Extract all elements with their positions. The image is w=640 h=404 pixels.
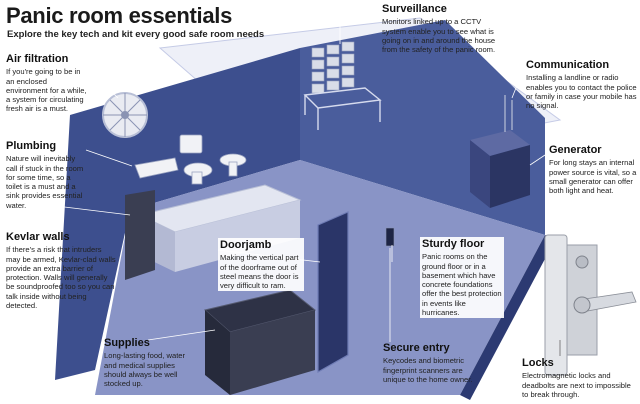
page-subtitle: Explore the key tech and kit every good … (7, 29, 265, 40)
callout-text: If there's a risk that intruders may be … (6, 245, 116, 310)
callout-heading: Supplies (104, 337, 150, 349)
callout-heading: Doorjamb (220, 239, 272, 251)
callout-text: Keycodes and biometric fingerprint scann… (383, 356, 473, 384)
desk (303, 87, 382, 130)
callout-supplies: Supplies Long-lasting food, water and me… (104, 337, 199, 388)
callout-heading: Locks (522, 357, 554, 369)
callout-heading: Communication (526, 59, 610, 71)
toilet-and-sink (134, 134, 247, 185)
keypad (385, 227, 395, 247)
room-front-wall (460, 235, 555, 400)
callout-plumbing: Plumbing Nature will inevitably call if … (6, 140, 88, 210)
callout-surveillance: Surveillance Monitors linked up to a CCT… (382, 3, 500, 54)
callout-text: Monitors linked up to a CCTV system enab… (382, 17, 496, 55)
callout-text: If you're going to be in an enclosed env… (6, 67, 87, 114)
callout-kevlar-walls: Kevlar walls If there's a risk that intr… (6, 231, 116, 310)
callout-text: Long-lasting food, water and medical sup… (104, 351, 186, 389)
callout-text: Nature will inevitably call if stuck in … (6, 154, 84, 210)
callout-sturdy-floor: Sturdy floor Panic rooms on the ground f… (420, 237, 504, 319)
callout-text: Electromagnetic locks and deadbolts are … (522, 371, 631, 399)
callout-secure-entry: Secure entry Keycodes and biometric fing… (383, 342, 483, 384)
callout-communication: Communication Installing a landline or r… (526, 59, 638, 110)
callout-air-filtration: Air filtration If you're going to be in … (6, 53, 88, 114)
bed (125, 184, 302, 280)
callout-heading: Generator (549, 144, 602, 156)
lock-hardware (544, 234, 637, 376)
steel-door (317, 211, 349, 374)
callout-heading: Secure entry (383, 342, 450, 354)
callout-text: Installing a landline or radio enables y… (526, 73, 637, 111)
callout-generator: Generator For long stays an internal pow… (549, 144, 637, 195)
generator (470, 130, 530, 208)
callout-heading: Kevlar walls (6, 231, 70, 243)
supplies-cabinet (203, 289, 317, 395)
callout-locks: Locks Electromagnetic locks and deadbolt… (522, 357, 638, 399)
callout-heading: Sturdy floor (422, 238, 485, 250)
callout-doorjamb: Doorjamb Making the vertical part of the… (218, 238, 304, 292)
callout-heading: Air filtration (6, 53, 69, 65)
radio-antenna (504, 95, 513, 132)
callout-text: For long stays an internal power source … (549, 158, 637, 196)
callout-text: Making the vertical part of the doorfram… (220, 253, 299, 291)
air-fan (102, 92, 148, 138)
callout-heading: Plumbing (6, 140, 57, 152)
callout-heading: Surveillance (382, 3, 447, 15)
callout-text: Panic rooms on the ground floor or in a … (422, 252, 502, 317)
page-title: Panic room essentials (6, 3, 233, 28)
monitor-wall (311, 41, 355, 94)
